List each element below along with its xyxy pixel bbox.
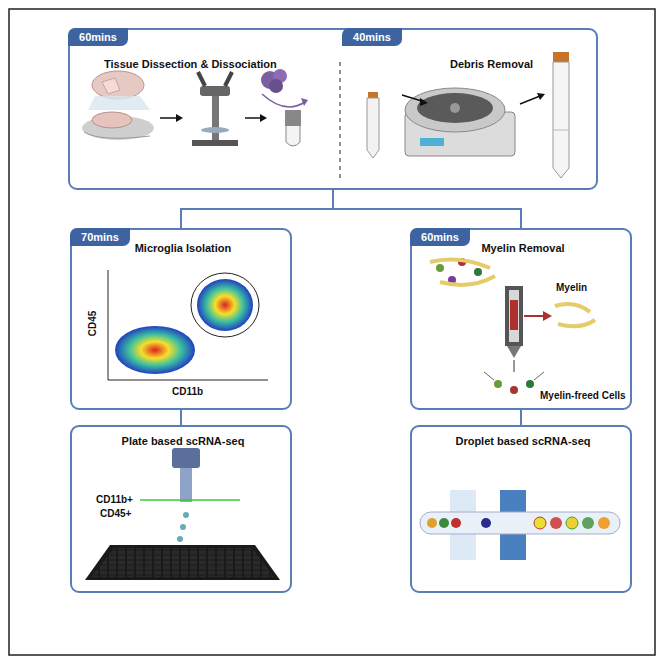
flow-plot — [108, 270, 268, 380]
time-tab: 60mins — [68, 28, 128, 46]
sorter-plate — [85, 448, 280, 580]
droplet-channel — [420, 490, 620, 560]
process-box: Microglia Isolation 70mins — [70, 228, 292, 410]
enzyme-icon — [261, 69, 308, 107]
tube-icon — [285, 110, 301, 146]
process-box: Myelin Removal 60mins — [410, 228, 632, 410]
part-label: Myelin-freed Cells — [540, 390, 626, 401]
connector — [181, 410, 182, 425]
time-label: 60mins — [421, 231, 459, 243]
falcon-tube — [367, 92, 379, 158]
marker-label: CD45+ — [100, 508, 131, 519]
brain-icon — [82, 71, 154, 140]
myelin-column — [430, 258, 595, 394]
box-title: Droplet based scRNA-seq — [455, 435, 590, 447]
axis-label: CD11b — [172, 386, 203, 397]
divider — [339, 62, 340, 178]
time-tab: 70mins — [70, 228, 130, 246]
large-tube — [553, 52, 569, 178]
box-title: Microglia Isolation — [135, 242, 232, 254]
marker-label: CD11b+ — [96, 494, 133, 505]
time-tab: 40mins — [342, 28, 402, 46]
axis-label: CD45 — [87, 311, 98, 337]
process-panel: Tissue Dissection & Dissociation Debris R… — [68, 28, 598, 190]
time-label: 40mins — [353, 31, 391, 43]
box-title: Tissue Dissection & Dissociation — [104, 58, 277, 70]
time-label: 70mins — [81, 231, 119, 243]
time-label: 60mins — [79, 31, 117, 43]
connector — [521, 410, 522, 425]
box-title: Plate based scRNA-seq — [122, 435, 245, 447]
connector — [181, 190, 333, 228]
centrifuge — [402, 88, 515, 156]
connector — [333, 190, 521, 228]
process-box: Droplet based scRNA-seq — [410, 425, 632, 593]
part-label: Myelin — [556, 282, 587, 293]
box-title: Debris Removal — [450, 58, 533, 70]
frame — [9, 9, 655, 655]
box-title: Myelin Removal — [481, 242, 564, 254]
time-tab: 60mins — [410, 228, 470, 246]
microscope-icon — [192, 72, 238, 146]
